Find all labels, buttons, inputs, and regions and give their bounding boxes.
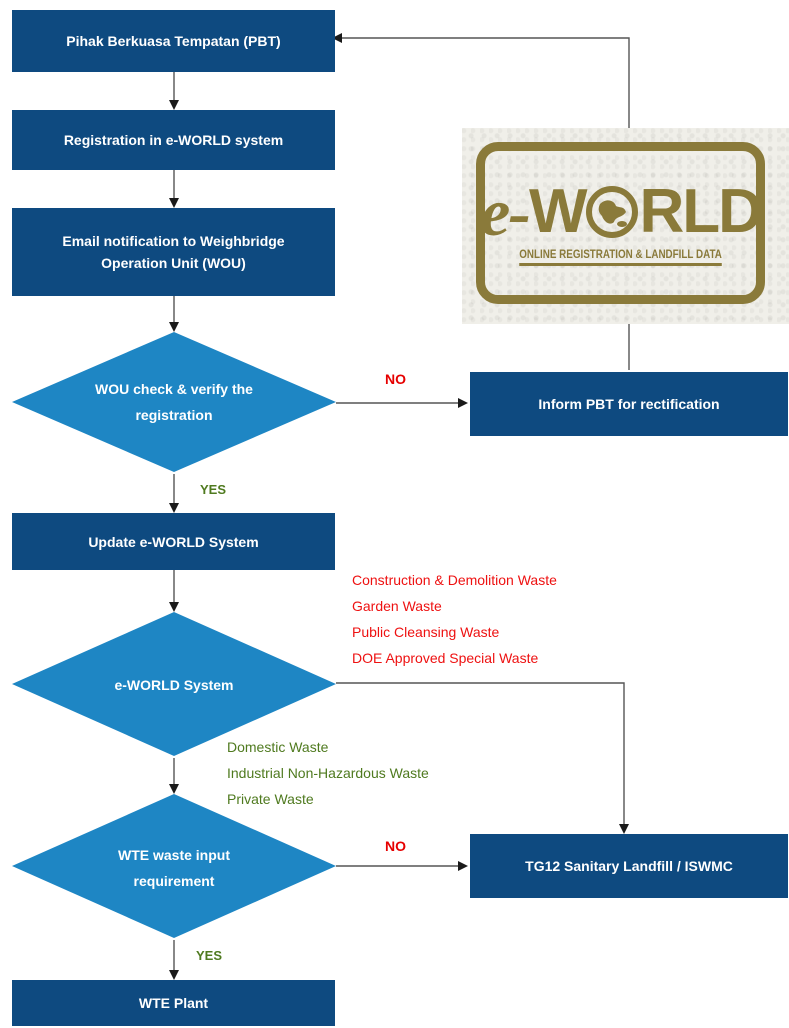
decision-wou-line1: WOU check & verify the xyxy=(95,381,253,397)
label-no-wou: NO xyxy=(385,371,406,387)
decision-wou-line2: registration xyxy=(135,407,213,423)
decision-wte-line1: WTE waste input xyxy=(118,847,230,863)
box-wte-plant-label: WTE Plant xyxy=(138,995,209,1011)
decision-wou: WOU check & verify the registration xyxy=(40,372,308,432)
decision-wte-shape xyxy=(12,794,336,938)
logo-frame: e- W RLD ONLINE REGISTRATION & LANDFILL … xyxy=(476,142,765,304)
box-inform-pbt: Inform PBT for rectification xyxy=(470,372,788,436)
decision-eworld-shape xyxy=(12,612,336,756)
green-waste-item: Domestic Waste xyxy=(227,739,329,755)
logo-e: e- xyxy=(480,173,531,250)
box-landfill-label: TG12 Sanitary Landfill / ISWMC xyxy=(525,858,733,874)
red-waste-item: Construction & Demolition Waste xyxy=(352,572,557,588)
box-email-line1: Email notification to Weighbridge xyxy=(62,233,285,249)
decision-wte: WTE waste input requirement xyxy=(40,838,308,898)
red-waste-item: DOE Approved Special Waste xyxy=(352,650,539,666)
decision-eworld-label: e-WORLD System xyxy=(114,677,234,693)
logo-wordmark: e- W RLD xyxy=(480,173,763,250)
logo-w: W xyxy=(528,176,588,246)
box-email-line2: Operation Unit (WOU) xyxy=(101,255,246,271)
eworld-logo: e- W RLD ONLINE REGISTRATION & LANDFILL … xyxy=(462,128,789,324)
box-registration-label: Registration in e-WORLD system xyxy=(63,132,284,148)
red-waste-list: Construction & Demolition Waste Garden W… xyxy=(352,567,557,671)
green-waste-item: Industrial Non-Hazardous Waste xyxy=(227,765,429,781)
arrow-eworld-to-landfill xyxy=(336,682,629,834)
box-landfill: TG12 Sanitary Landfill / ISWMC xyxy=(470,834,788,898)
decision-eworld: e-WORLD System xyxy=(40,670,308,700)
label-yes-wou: YES xyxy=(200,482,227,497)
red-waste-item: Public Cleansing Waste xyxy=(352,624,500,640)
logo-subtitle: ONLINE REGISTRATION & LANDFILL DATA xyxy=(519,247,722,266)
label-yes-wte: YES xyxy=(196,948,223,963)
decision-wte-line2: requirement xyxy=(133,873,215,889)
box-registration: Registration in e-WORLD system xyxy=(12,110,335,170)
globe-icon xyxy=(586,185,639,238)
red-waste-item: Garden Waste xyxy=(352,598,442,614)
green-waste-list: Domestic Waste Industrial Non-Hazardous … xyxy=(227,734,429,812)
box-pbt-label: Pihak Berkuasa Tempatan (PBT) xyxy=(66,33,281,49)
box-inform-label: Inform PBT for rectification xyxy=(538,396,720,412)
decision-wou-shape xyxy=(12,332,336,472)
box-wte-plant: WTE Plant xyxy=(12,980,335,1026)
label-no-wte: NO xyxy=(385,838,406,854)
logo-rld: RLD xyxy=(639,176,762,246)
box-email-notification: Email notification to Weighbridge Operat… xyxy=(12,208,335,296)
box-pbt: Pihak Berkuasa Tempatan (PBT) xyxy=(12,10,335,72)
box-update-eworld: Update e-WORLD System xyxy=(12,513,335,570)
green-waste-item: Private Waste xyxy=(227,791,314,807)
box-update-label: Update e-WORLD System xyxy=(88,533,259,550)
